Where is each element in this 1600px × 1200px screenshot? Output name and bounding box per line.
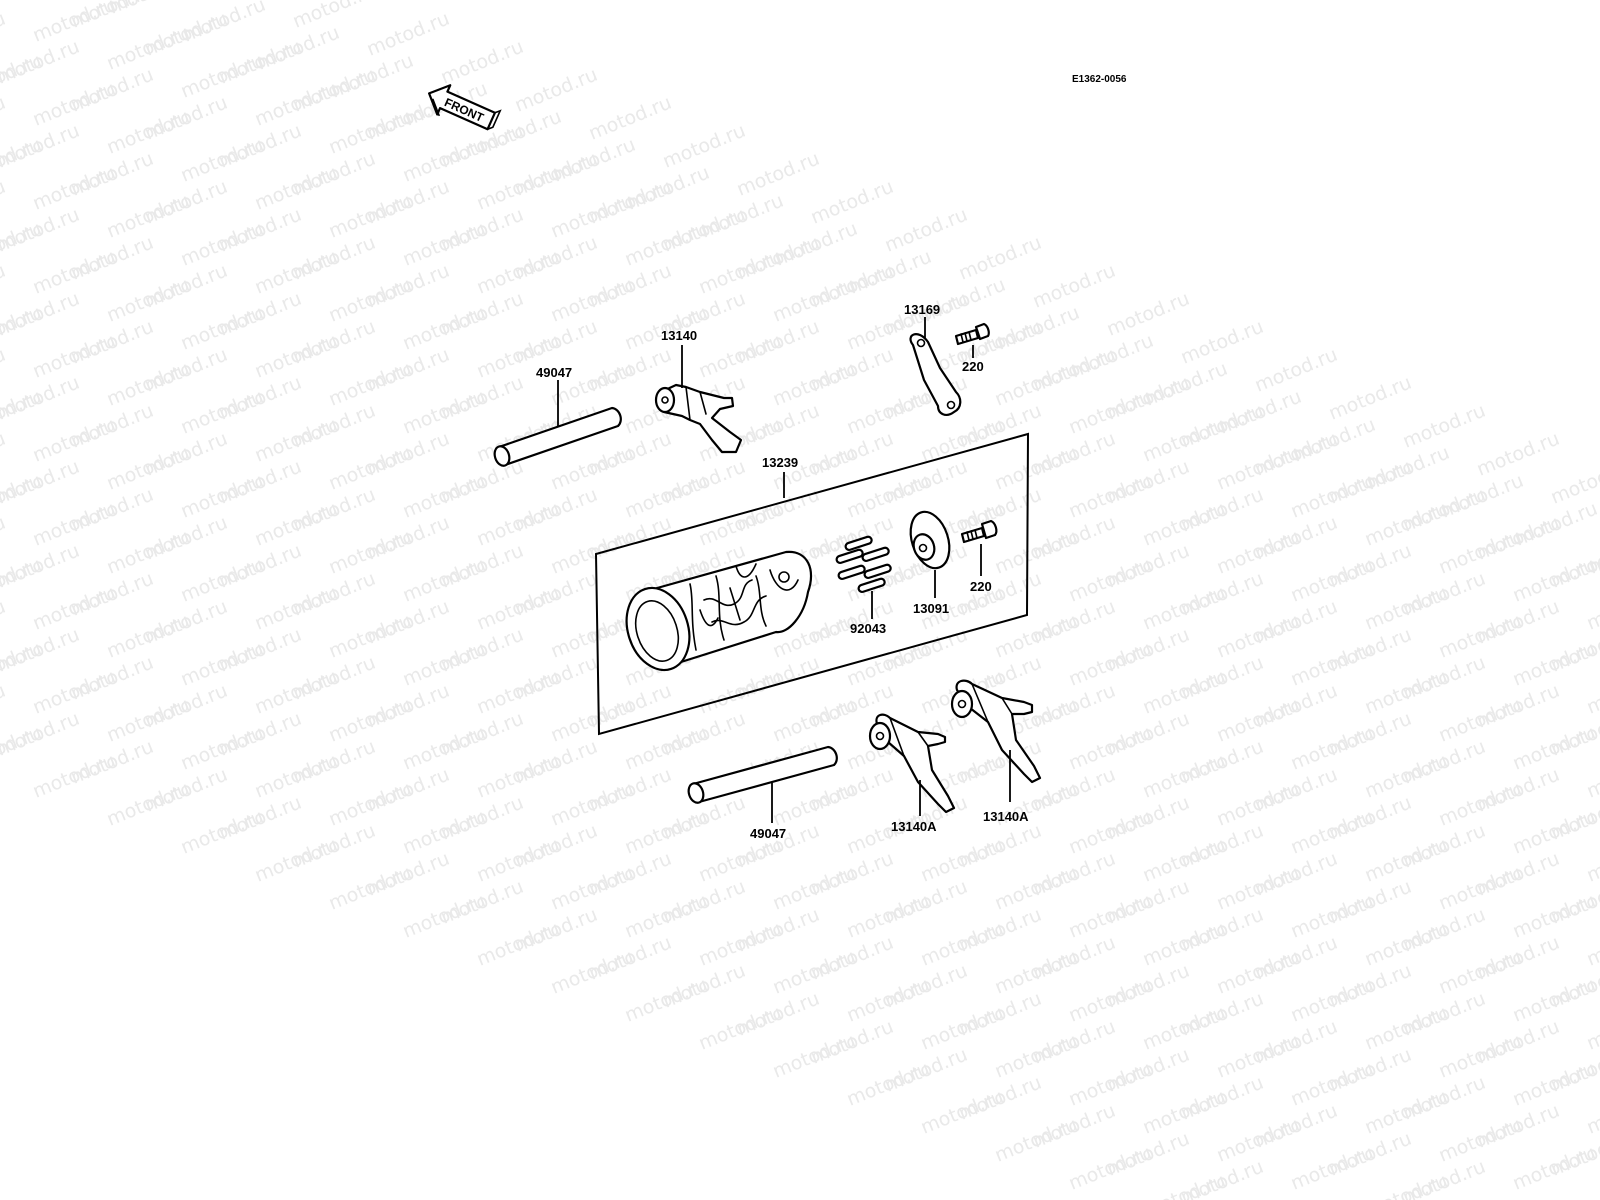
drum-assembly-frame [594,432,1030,736]
front-arrow-icon: FRONT [428,84,502,131]
drum-holder [909,510,951,570]
label-fork-a-left: 13140A [891,819,937,834]
label-rod-lower: 49047 [750,826,786,841]
shift-fork-upper [654,383,743,454]
shift-rod-lower [687,745,838,804]
bolt-upper-icon [954,322,990,346]
label-drum-assembly: 13239 [762,455,798,470]
label-fork-a-right: 13140A [983,809,1029,824]
shift-drum [625,550,813,672]
shift-rod-upper [493,406,622,467]
cam-plate [909,333,962,416]
label-plate: 13169 [904,302,940,317]
label-fork-upper: 13140 [661,328,697,343]
shift-fork-a-right [950,679,1042,784]
label-bolt-upper: 220 [962,359,984,374]
label-rod-upper: 49047 [536,365,572,380]
shift-fork-a-left [868,713,956,814]
label-bolt-lower: 220 [970,579,992,594]
label-holder: 13091 [913,601,949,616]
diagram-code: E1362-0056 [1072,74,1127,85]
drum-pins [835,535,892,594]
bolt-lower-icon [960,519,998,544]
label-pins: 92043 [850,621,886,636]
